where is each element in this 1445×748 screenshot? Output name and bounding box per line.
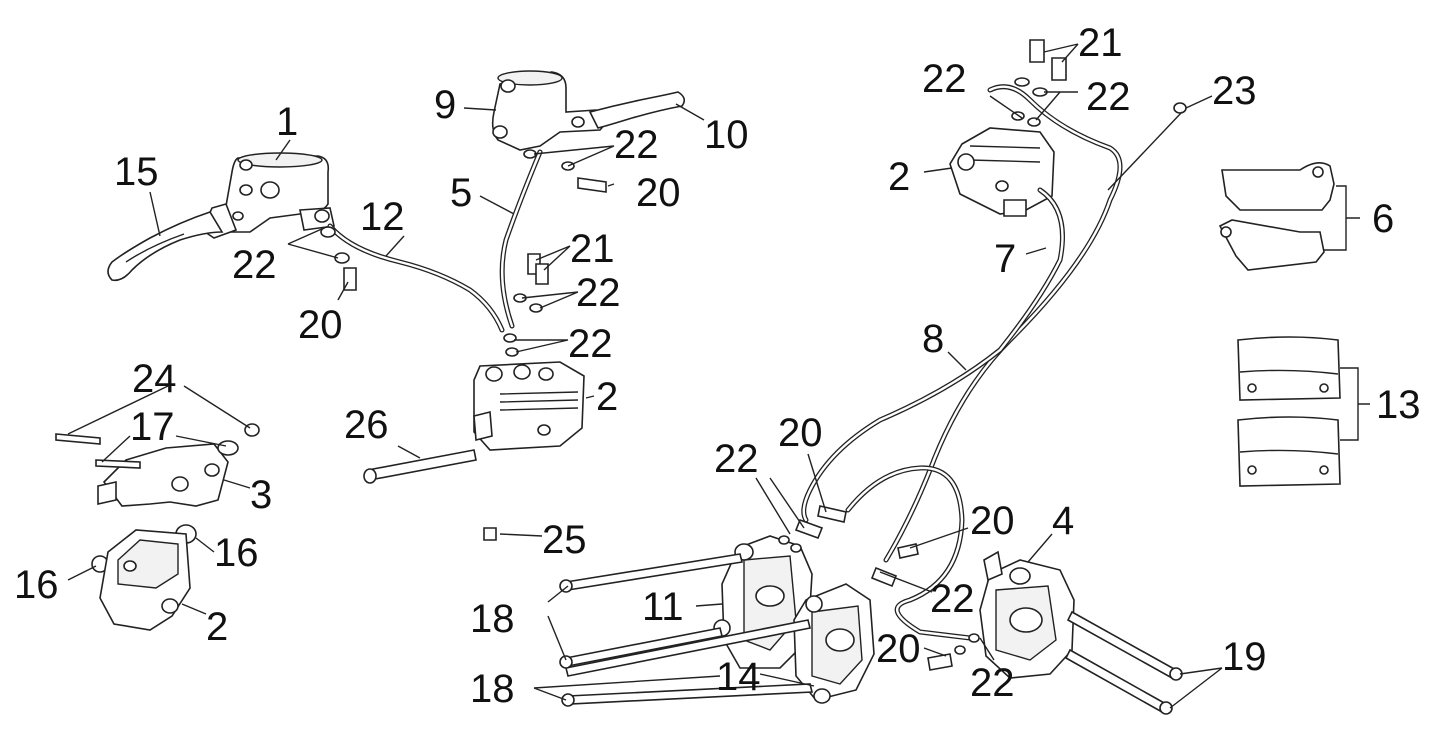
bolt-24-left [55, 433, 101, 445]
callout-5: 5 [450, 171, 472, 215]
callout-23: 23 [1212, 69, 1257, 113]
callout-20: 20 [876, 627, 921, 671]
callout-2: 2 [206, 605, 228, 649]
callout-25: 25 [542, 518, 587, 562]
hose-5 [499, 149, 543, 329]
callout-7: 7 [994, 237, 1016, 281]
callout-21: 21 [1078, 21, 1123, 65]
callout-22: 22 [1086, 75, 1131, 119]
callout-20: 20 [778, 411, 823, 455]
brake-pad-set-13 [1237, 336, 1341, 487]
callout-24: 24 [132, 357, 177, 401]
callout-20: 20 [298, 303, 343, 347]
callout-16: 16 [214, 531, 259, 575]
callout-15: 15 [114, 150, 159, 194]
callout-2: 2 [596, 375, 618, 419]
brake-pad-set-6 [1218, 162, 1335, 271]
hose-8 [801, 187, 1065, 523]
abs-unit-small [99, 529, 191, 631]
callout-16: 16 [14, 563, 59, 607]
callout-labels: 1 15 22 20 12 9 10 22 20 5 21 22 22 2 26… [14, 21, 1421, 711]
callout-22: 22 [930, 577, 975, 621]
abs-unit-upper-right [949, 127, 1055, 217]
callout-12: 12 [360, 195, 405, 239]
bolt-25 [483, 527, 497, 541]
callout-18: 18 [470, 597, 515, 641]
callout-17: 17 [130, 405, 175, 449]
callout-14: 14 [716, 655, 761, 699]
abs-unit-center [473, 361, 585, 451]
leader-lines [67, 43, 1370, 709]
master-cylinder-left [200, 152, 335, 239]
bolt-26 [367, 449, 477, 481]
bolt-20-upper [577, 177, 607, 193]
callout-4: 4 [1052, 499, 1074, 543]
callout-3: 3 [250, 473, 272, 517]
lever-upper [588, 91, 686, 129]
hose-12 [327, 223, 505, 333]
callout-8: 8 [922, 317, 944, 361]
callout-11: 11 [642, 585, 684, 629]
callout-22: 22 [614, 123, 659, 167]
callout-22: 22 [232, 243, 277, 287]
master-cylinder-upper [491, 70, 614, 151]
washer-22-left [320, 226, 336, 238]
callout-20: 20 [970, 499, 1015, 543]
bolt-20-lower [927, 653, 953, 671]
caliper-4 [979, 550, 1075, 679]
callout-19: 19 [1222, 635, 1267, 679]
callout-26: 26 [344, 403, 389, 447]
callout-22: 22 [714, 437, 759, 481]
callout-2: 2 [888, 155, 910, 199]
bolt-21-upper [1029, 39, 1045, 63]
callout-13: 13 [1376, 383, 1421, 427]
callout-21: 21 [570, 227, 615, 271]
bleeder-23 [1173, 102, 1187, 114]
callout-10: 10 [704, 113, 749, 157]
callout-22: 22 [576, 271, 621, 315]
callout-20: 20 [636, 171, 681, 215]
callout-6: 6 [1372, 197, 1394, 241]
hose-lower-loop [845, 465, 973, 641]
callout-1: 1 [276, 100, 298, 144]
bracket-3 [97, 443, 229, 507]
lever-left [107, 211, 224, 282]
pin-18-b [566, 683, 814, 705]
callout-22: 22 [922, 57, 967, 101]
callout-9: 9 [434, 83, 456, 127]
caliper-14 [793, 583, 875, 704]
callout-22: 22 [568, 322, 613, 366]
callout-18: 18 [470, 667, 515, 711]
callout-22: 22 [970, 661, 1015, 705]
